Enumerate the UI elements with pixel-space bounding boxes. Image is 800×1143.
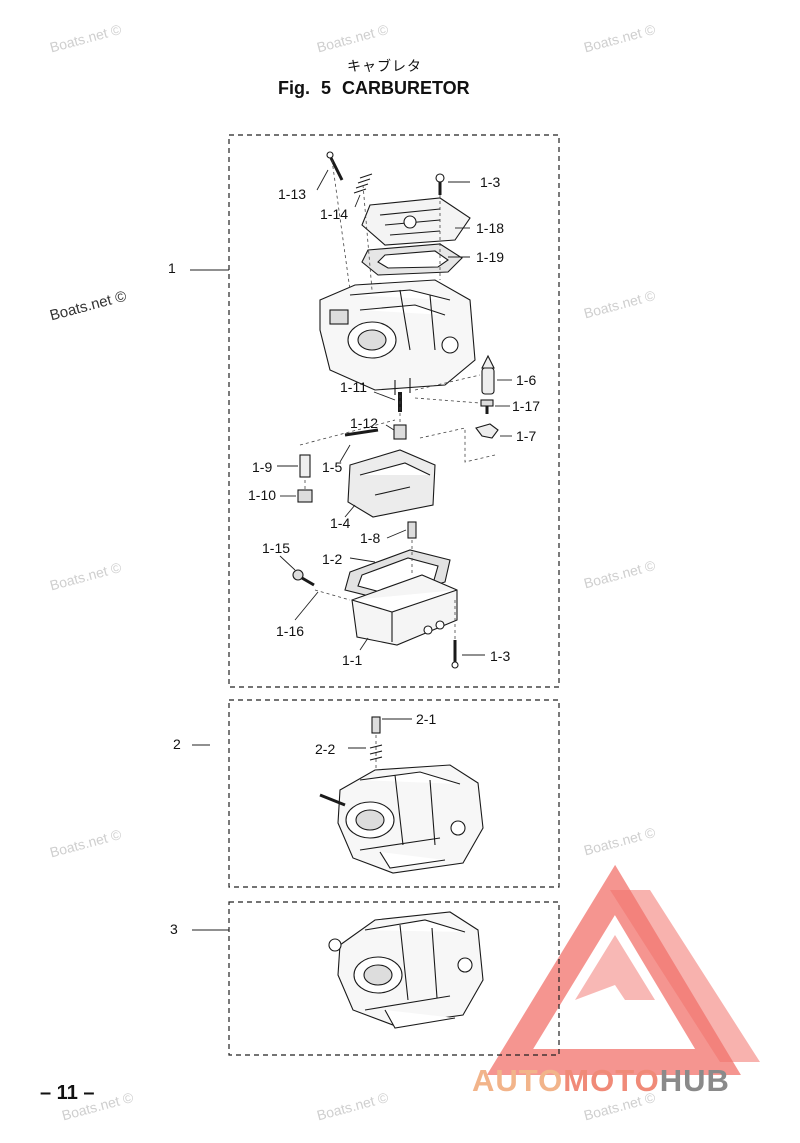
part-1-13-screw	[326, 151, 344, 181]
part-label-1-17: 1-17	[512, 398, 541, 414]
assembly-3-drawing	[328, 911, 484, 1029]
part-label-1-8: 1-8	[360, 530, 381, 546]
part-label-1-5: 1-5	[322, 459, 343, 475]
part-1-9-jet	[299, 454, 311, 478]
part-1-5-pin	[344, 428, 379, 437]
part-1-17-screw	[480, 399, 494, 414]
part-label-1-15: 1-15	[262, 540, 291, 556]
part-1-15-screw	[292, 569, 315, 587]
part-1-10-plug	[297, 489, 313, 503]
assembly-3-label: 3	[170, 921, 178, 937]
part-1-1-float-bowl	[351, 574, 458, 646]
part-1-8-screw	[407, 521, 417, 539]
part-label-1-3-bottom: 1-3	[490, 648, 511, 664]
part-1-4-float	[347, 449, 436, 518]
assembly-3-box	[228, 901, 560, 1056]
automotohub-logo-mark	[486, 864, 760, 1075]
part-label-1-10: 1-10	[248, 487, 277, 503]
part-1-14-spring	[353, 173, 373, 194]
automotohub-logo-text: AUTOMOTOHUB	[472, 1063, 730, 1099]
page-number: – 11 –	[40, 1082, 95, 1104]
figure-title: Fig. 5 CARBURETOR	[278, 78, 470, 98]
part-label-1-11: 1-11	[340, 379, 367, 395]
part-label-2-2: 2-2	[315, 741, 336, 757]
part-label-1-13: 1-13	[278, 186, 307, 202]
assembly-2-drawing	[319, 716, 484, 874]
part-label-1-2: 1-2	[322, 551, 343, 567]
part-label-1-19: 1-19	[476, 249, 505, 265]
logo-text-auto: AUTO	[472, 1063, 564, 1098]
logo-text-hub: HUB	[659, 1063, 730, 1098]
part-label-1-9: 1-9	[252, 459, 273, 475]
part-label-1-18: 1-18	[476, 220, 505, 236]
part-label-1-4: 1-4	[330, 515, 351, 531]
assembly-1-drawing	[292, 151, 499, 669]
assembly-2-label: 2	[173, 736, 181, 752]
part-label-2-1: 2-1	[416, 711, 437, 727]
part-label-1-7: 1-7	[516, 428, 537, 444]
part-1-3-screw-top	[435, 173, 445, 195]
part-label-1-14: 1-14	[320, 206, 349, 222]
part-label-1-12: 1-12	[350, 415, 379, 431]
part-1-18-cover	[361, 197, 471, 246]
part-1-12-nut	[393, 424, 407, 440]
carburetor-body-1	[319, 279, 476, 395]
assembly-1-box	[228, 134, 560, 688]
part-1-3-screw-bottom	[451, 640, 459, 669]
japanese-title: キャブレタ	[347, 59, 422, 75]
assembly-1-label: 1	[168, 260, 176, 276]
part-1-7-clip	[475, 423, 499, 439]
part-1-19-gasket	[361, 243, 463, 276]
part-1-6-needle	[481, 354, 495, 395]
part-label-1-3-top: 1-3	[480, 174, 501, 190]
part-label-1-16: 1-16	[276, 623, 305, 639]
logo-text-moto: MOTO	[563, 1063, 660, 1098]
assembly-2-box	[228, 699, 560, 888]
part-label-1-6: 1-6	[516, 372, 537, 388]
part-label-1-1: 1-1	[342, 652, 363, 668]
